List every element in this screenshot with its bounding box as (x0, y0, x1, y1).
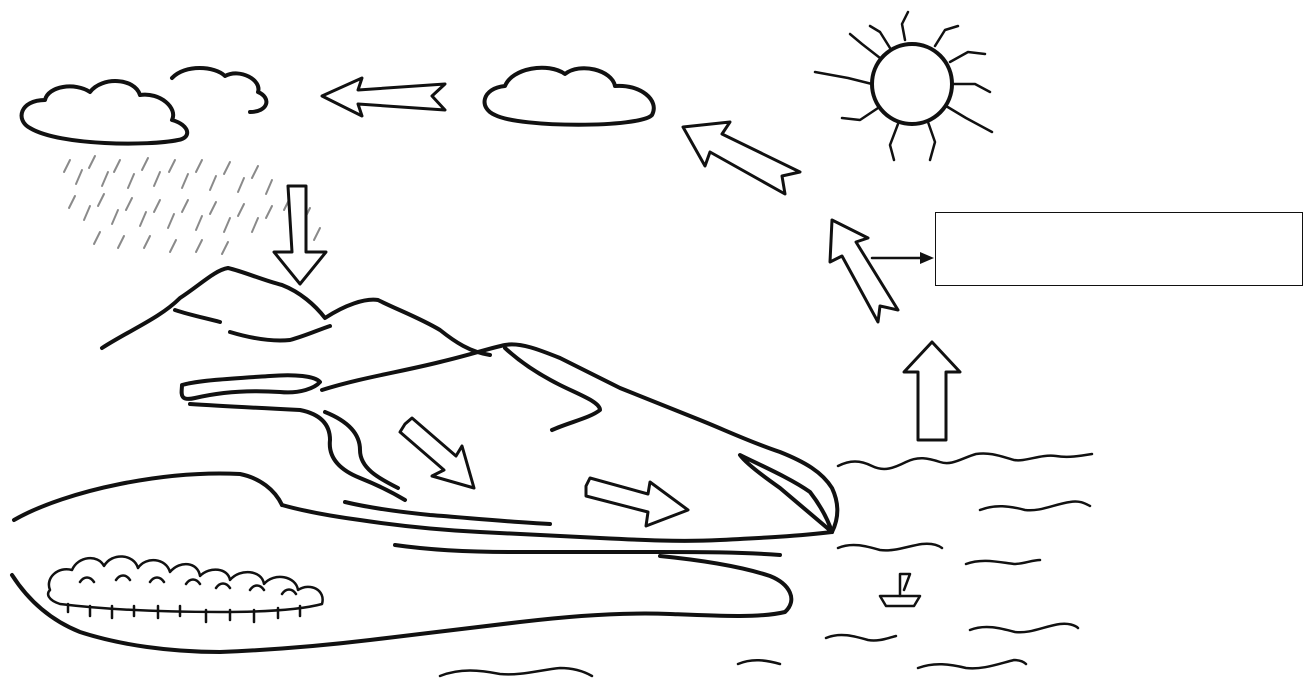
hill-ridge (505, 348, 600, 430)
forest (48, 556, 322, 622)
cliff-edge (740, 455, 832, 532)
hillside (322, 344, 837, 532)
sea-waves (440, 453, 1092, 676)
middle-cloud (485, 68, 654, 125)
shoreline (14, 473, 282, 520)
river (182, 375, 832, 555)
precipitation-arrow (274, 186, 326, 284)
label-box[interactable] (935, 212, 1303, 286)
boat-icon (880, 574, 920, 606)
rain-streaks (64, 156, 320, 254)
runoff-arrow-1 (400, 418, 474, 488)
label-pointer-arrowhead (920, 252, 934, 264)
vapor-rising-arrow-upper (683, 122, 800, 194)
lowland (12, 556, 791, 652)
rain-cloud (22, 68, 267, 144)
evaporation-arrow (904, 342, 960, 440)
runoff-arrow-2 (586, 478, 688, 526)
vapor-rising-arrow-lower (830, 220, 898, 322)
sun-icon (815, 12, 992, 160)
cloud-movement-arrow (322, 78, 445, 116)
